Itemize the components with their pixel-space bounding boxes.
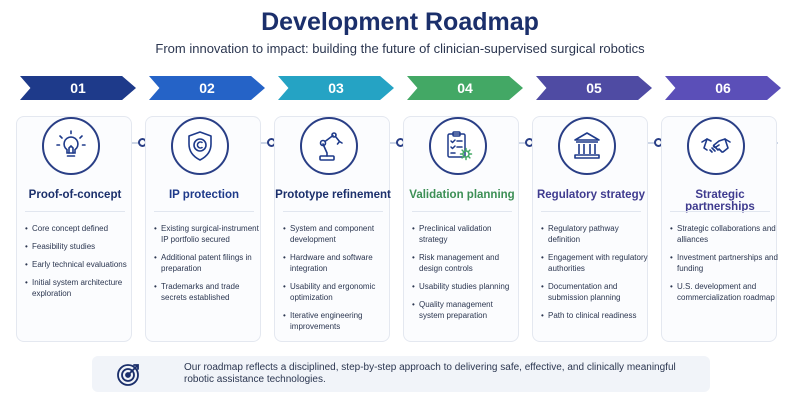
list-item: Iterative engineering improvements: [283, 310, 391, 332]
step-card-strategic-partnerships: Strategic partnerships Strategic collabo…: [661, 116, 778, 342]
list-item: Regulatory pathway definition: [541, 223, 649, 245]
step-title: IP protection: [168, 189, 240, 201]
step-icon-circle: [171, 117, 229, 175]
step-title: Proof-of-concept: [28, 189, 122, 201]
divider: [541, 211, 641, 212]
step-bullet-list: Existing surgical-instrument IP portfoli…: [154, 223, 262, 310]
step-bullet-list: Core concept defined Feasibility studies…: [25, 223, 133, 306]
lightbulb-icon: [56, 130, 86, 157]
step-icon-circle: [429, 117, 487, 175]
step-title: Prototype refinement: [275, 189, 391, 201]
step-card-ip-protection: IP protection Existing surgical-instrume…: [145, 116, 261, 342]
checklist-gear-icon: [447, 131, 473, 161]
step-arrow-row: 01 02 03 04 05 06: [20, 76, 781, 100]
list-item: U.S. development and commercialization r…: [670, 281, 778, 303]
list-item: Preclinical validation strategy: [412, 223, 520, 245]
step-arrow-04: 04: [407, 76, 523, 100]
step-title: Strategic partnerships: [685, 189, 755, 213]
footer-text: Our roadmap reflects a disciplined, step…: [184, 362, 676, 385]
list-item: Trademarks and trade secrets established: [154, 281, 262, 303]
handshake-icon: [701, 138, 731, 153]
step-icon-circle: [558, 117, 616, 175]
divider: [283, 211, 383, 212]
step-icon-circle: [300, 117, 358, 175]
list-item: Usability and ergonomic optimization: [283, 281, 391, 303]
list-item: Feasibility studies: [25, 241, 133, 252]
divider: [25, 211, 125, 212]
list-item: Path to clinical readiness: [541, 310, 649, 321]
step-card-proof-of-concept: Proof-of-concept Core concept defined Fe…: [16, 116, 132, 342]
step-icon-circle: [687, 117, 745, 175]
list-item: Existing surgical-instrument IP portfoli…: [154, 223, 262, 245]
list-item: Documentation and submission planning: [541, 281, 649, 303]
step-arrow-02: 02: [149, 76, 265, 100]
list-item: Initial system architecture exploration: [25, 277, 133, 299]
list-item: Core concept defined: [25, 223, 133, 234]
list-item: Investment partnerships and funding: [670, 252, 778, 274]
shield-copyright-icon: [188, 131, 212, 161]
step-arrow-03: 03: [278, 76, 394, 100]
step-title: Regulatory strategy: [536, 189, 645, 201]
step-bullet-list: System and component development Hardwar…: [283, 223, 391, 339]
step-bullet-list: Preclinical validation strategy Risk man…: [412, 223, 520, 328]
divider: [154, 211, 254, 212]
list-item: Risk management and design controls: [412, 252, 520, 274]
step-arrow-01: 01: [20, 76, 136, 100]
list-item: Usability studies planning: [412, 281, 520, 292]
step-bullet-list: Regulatory pathway definition Engagement…: [541, 223, 649, 328]
list-item: Quality management system preparation: [412, 299, 520, 321]
list-item: Early technical evaluations: [25, 259, 133, 270]
list-item: Additional patent filings in preparation: [154, 252, 262, 274]
list-item: Strategic collaborations and alliances: [670, 223, 778, 245]
page-title: Development Roadmap: [261, 8, 539, 36]
list-item: Hardware and software integration: [283, 252, 391, 274]
step-bullet-list: Strategic collaborations and alliances I…: [670, 223, 778, 310]
footer-banner: Our roadmap reflects a disciplined, step…: [92, 356, 710, 392]
step-arrow-06: 06: [665, 76, 781, 100]
step-card-validation-planning: Validation planning Preclinical validati…: [403, 116, 519, 342]
step-icon-circle: [42, 117, 100, 175]
divider: [670, 211, 770, 212]
robotic-arm-icon: [319, 132, 343, 161]
divider: [412, 211, 512, 212]
institution-icon: [574, 132, 600, 159]
target-icon: [117, 364, 139, 386]
list-item: System and component development: [283, 223, 391, 245]
step-title: Validation planning: [409, 189, 515, 201]
list-item: Engagement with regulatory authorities: [541, 252, 649, 274]
step-card-prototype-refinement: Prototype refinement System and componen…: [274, 116, 391, 342]
page-subtitle: From innovation to impact: building the …: [155, 41, 645, 56]
step-card-regulatory-strategy: Regulatory strategy Regulatory pathway d…: [532, 116, 648, 342]
step-arrow-05: 05: [536, 76, 652, 100]
